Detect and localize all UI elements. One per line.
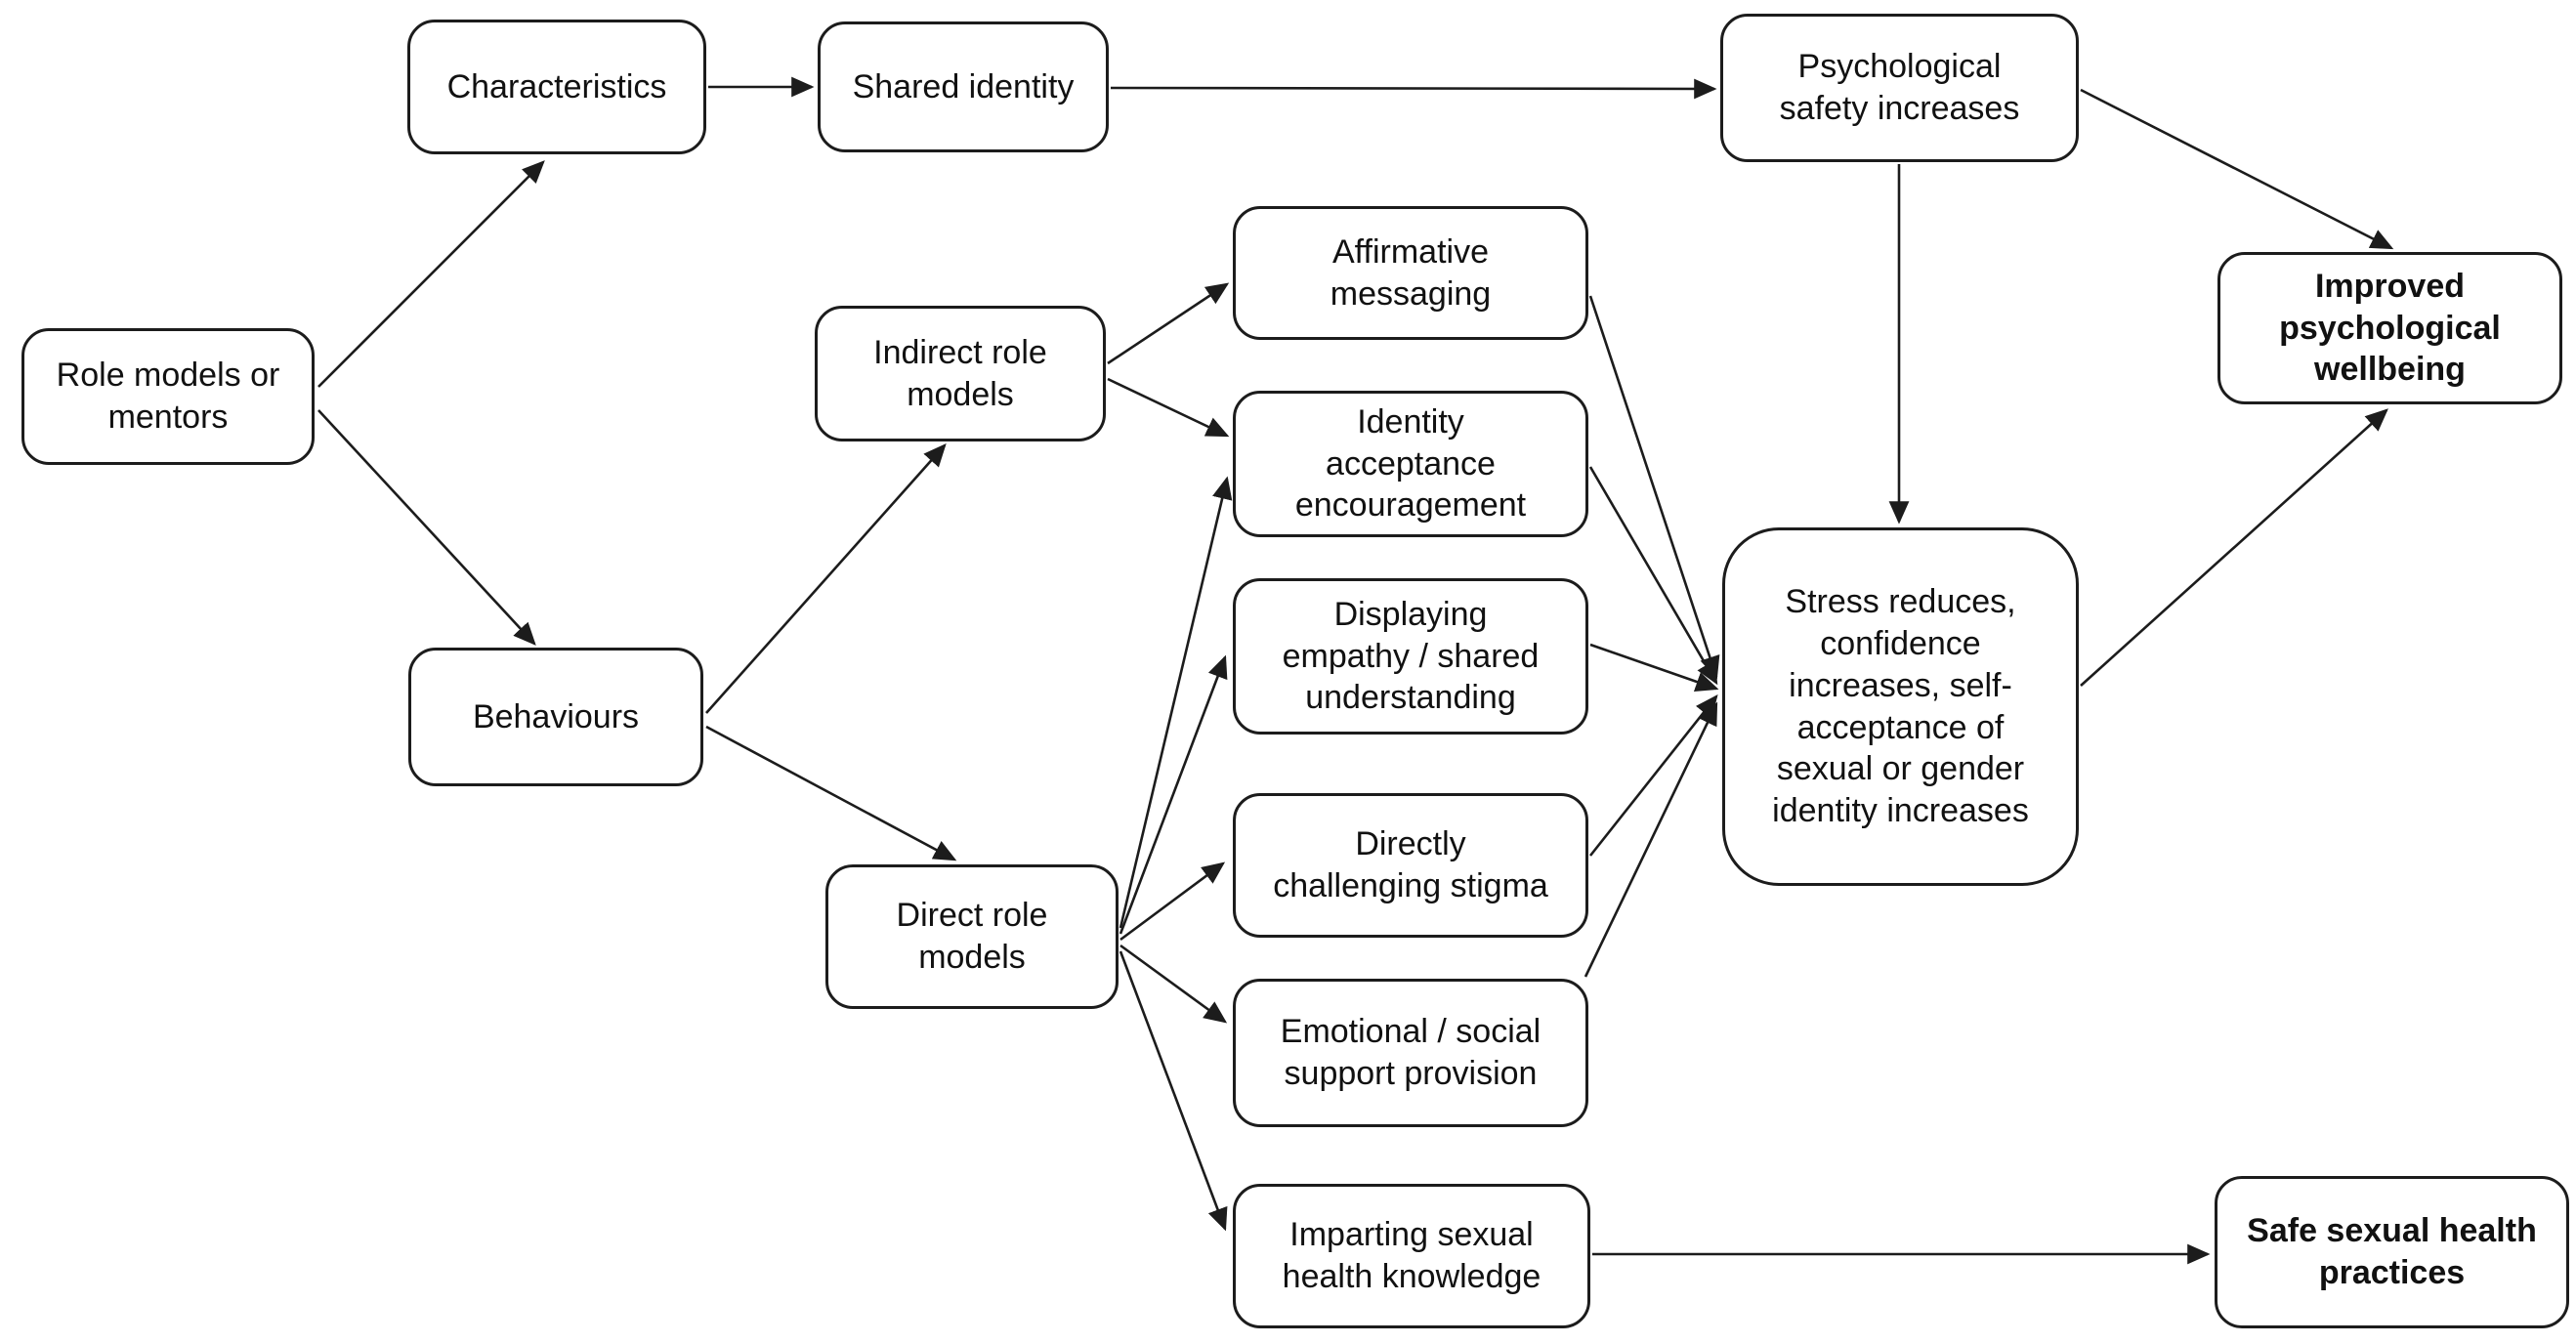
node-label-safe-practices: Safe sexual health practices (2247, 1212, 2537, 1291)
node-label-direct-role-models: Direct role models (896, 897, 1048, 976)
node-label-improved-wellbeing: Improved psychological wellbeing (2279, 267, 2501, 389)
node-label-imparting-knowledge: Imparting sexual health knowledge (1282, 1216, 1541, 1295)
node-label-directly-challenging: Directly challenging stigma (1273, 825, 1548, 904)
node-affirmative-messaging: Affirmative messaging (1233, 206, 1588, 340)
edge-psychological-safety-to-improved-wellbeing (2080, 88, 2394, 250)
node-label-displaying-empathy: Displaying empathy / shared understandin… (1282, 595, 1540, 717)
edge-behaviours-to-indirect-role-models (705, 443, 947, 714)
edge-stress-reduces-to-improved-wellbeing (2080, 408, 2388, 687)
edge-role-models-to-behaviours (317, 409, 536, 646)
edge-indirect-role-models-to-affirmative-messaging (1107, 282, 1230, 365)
edge-indirect-role-models-to-identity-acceptance (1107, 377, 1230, 438)
node-directly-challenging: Directly challenging stigma (1233, 793, 1588, 938)
edge-identity-acceptance-to-stress-reduces (1588, 466, 1718, 686)
node-improved-wellbeing: Improved psychological wellbeing (2217, 252, 2562, 404)
node-label-stress-reduces: Stress reduces, confidence increases, se… (1772, 583, 2029, 830)
node-label-behaviours: Behaviours (472, 697, 640, 735)
node-label-emotional-support: Emotional / social support provision (1280, 1013, 1541, 1092)
edge-direct-role-models-to-emotional-support (1119, 944, 1228, 1024)
edge-affirmative-messaging-to-stress-reduces (1588, 295, 1720, 680)
node-indirect-role-models: Indirect role models (815, 306, 1106, 441)
node-characteristics: Characteristics (407, 20, 706, 154)
edge-role-models-to-characteristics (317, 160, 545, 388)
node-psychological-safety: Psychological safety increases (1720, 14, 2079, 162)
node-label-shared-identity: Shared identity (852, 67, 1075, 105)
node-direct-role-models: Direct role models (825, 864, 1119, 1009)
node-safe-practices: Safe sexual health practices (2215, 1176, 2569, 1328)
node-label-role-models: Role models or mentors (56, 357, 280, 436)
edge-direct-role-models-to-imparting-knowledge (1119, 950, 1228, 1232)
node-label-characteristics: Characteristics (446, 67, 667, 105)
node-identity-acceptance: Identity acceptance encouragement (1233, 391, 1588, 537)
node-behaviours: Behaviours (408, 648, 703, 786)
node-label-psychological-safety: Psychological safety increases (1779, 48, 2020, 127)
node-label-indirect-role-models: Indirect role models (873, 333, 1047, 413)
node-label-affirmative-messaging: Affirmative messaging (1330, 232, 1492, 313)
node-stress-reduces: Stress reduces, confidence increases, se… (1722, 527, 2079, 886)
node-imparting-knowledge: Imparting sexual health knowledge (1233, 1184, 1590, 1328)
edge-emotional-support-to-stress-reduces (1584, 701, 1718, 978)
node-label-identity-acceptance: Identity acceptance encouragement (1294, 402, 1527, 525)
edge-shared-identity-to-psychological-safety (1110, 78, 1717, 100)
edge-displaying-empathy-to-stress-reduces (1589, 643, 1719, 692)
node-emotional-support: Emotional / social support provision (1233, 979, 1588, 1127)
node-displaying-empathy: Displaying empathy / shared understandin… (1233, 578, 1588, 735)
node-role-models: Role models or mentors (21, 328, 315, 465)
edge-behaviours-to-direct-role-models (705, 725, 957, 861)
node-shared-identity: Shared identity (818, 21, 1109, 152)
edge-directly-challenging-to-stress-reduces (1588, 693, 1718, 857)
edge-direct-role-models-to-displaying-empathy (1119, 654, 1228, 935)
edge-direct-role-models-to-directly-challenging (1119, 861, 1226, 942)
edge-direct-role-models-to-identity-acceptance (1119, 476, 1233, 929)
